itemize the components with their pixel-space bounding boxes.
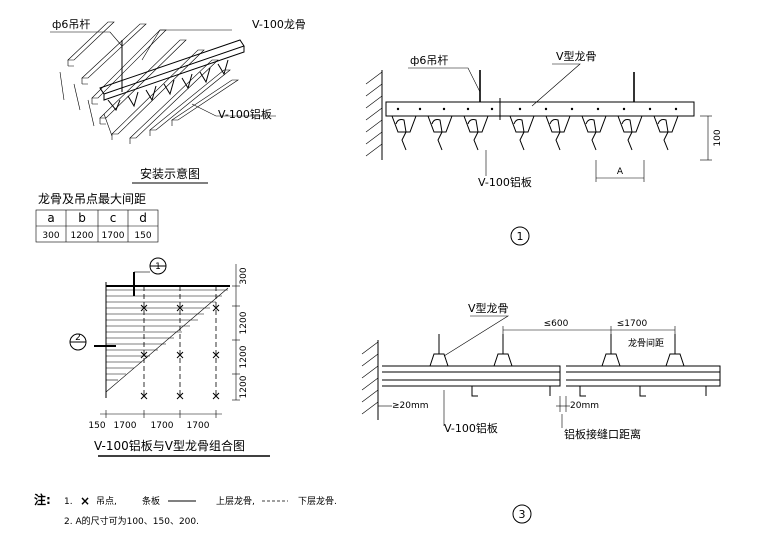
table-grid <box>35 209 159 243</box>
plan-dim-right: 1200 <box>239 345 249 368</box>
s3-top-dimensions <box>502 326 676 334</box>
s3-plates <box>382 365 721 387</box>
installation-isometric: ф6吊杆 V-100龙骨 V-100铝板 安装示意图 <box>50 17 306 184</box>
s1-plate-label: V-100铝板 <box>478 175 532 189</box>
s3-clip-ticks <box>471 386 707 397</box>
notes-line1-d: 下层龙骨. <box>298 495 337 507</box>
plan-dim-right: 1200 <box>239 311 249 334</box>
spacing-table: 龙骨及吊点最大间距 a b c d 300 1200 1700 150 <box>35 192 159 243</box>
rod-label: ф6吊杆 <box>52 17 90 31</box>
plan-right-dimension <box>232 264 240 401</box>
keel-leader <box>141 29 232 61</box>
table-cell: 1200 <box>71 231 94 241</box>
table-header: d <box>139 211 147 225</box>
plan-dim-bottom: 1700 <box>114 421 137 431</box>
plate-bands <box>59 21 239 144</box>
s1-number: 1 <box>517 230 524 243</box>
s3-dim-20-left: ≥20mm <box>392 401 429 411</box>
plan-dim-bottom: 1700 <box>187 421 210 431</box>
s3-rods <box>438 334 676 354</box>
table-title: 龙骨及吊点最大间距 <box>38 192 146 206</box>
combination-plan: 1 2 300 1200 1200 1200 150 1700 1700 <box>69 257 270 457</box>
installation-caption: 安装示意图 <box>140 166 200 181</box>
section-marker-1-number: 1 <box>155 262 161 272</box>
s1-v-profiles <box>391 115 679 133</box>
s3-number: 3 <box>519 508 526 521</box>
notes-line1-c: 上层龙骨, <box>216 495 255 507</box>
section-marker-2-number: 2 <box>75 333 81 343</box>
hanger-point-mark: × <box>80 494 90 508</box>
section-1: ф6吊杆 V型龙骨 V-100铝板 A 100 1 <box>365 49 723 246</box>
notes: 注: 1. × 吊点, 条板 上层龙骨, 下层龙骨. 2. A的尺寸可为100、… <box>34 492 337 527</box>
plan-hanger-points <box>140 304 220 400</box>
s1-rod-leader <box>408 67 481 93</box>
notes-line2: 2. A的尺寸可为100、150、200. <box>64 515 199 527</box>
plan-dim-bottom: 150 <box>88 421 105 431</box>
plan-dim-right: 1200 <box>239 375 249 398</box>
plan-caption: V-100铝板与V型龙骨组合图 <box>94 438 245 453</box>
s1-dim-a <box>595 160 645 182</box>
s3-keel-label: V型龙骨 <box>468 301 509 315</box>
plan-dim-right: 300 <box>239 267 249 284</box>
notes-prefix: 注: <box>34 492 51 507</box>
s3-dim-600: ≤600 <box>544 319 569 329</box>
s3-number-circle <box>512 504 532 524</box>
table-header: a <box>47 211 54 225</box>
s1-plates <box>395 119 669 151</box>
notes-line1-a: 吊点, <box>96 496 117 507</box>
s1-keel-holes <box>396 107 678 111</box>
keel-label: V-100龙骨 <box>252 18 306 31</box>
table-cell: 300 <box>42 231 59 241</box>
s3-keel-leader <box>443 315 510 357</box>
rod-leader <box>50 31 123 47</box>
s3-wall-hatch <box>361 341 379 415</box>
table-header: b <box>78 211 86 225</box>
plate-leader <box>191 103 276 117</box>
s3-keel-spacing: 龙骨间距 <box>628 337 664 349</box>
table-cell: 1700 <box>102 231 125 241</box>
wall-hatch <box>365 71 383 157</box>
s3-gap-dimensions <box>378 396 570 412</box>
s1-rod-label: ф6吊杆 <box>410 53 448 67</box>
s3-plate-label: V-100铝板 <box>444 421 498 435</box>
s3-dim-20-right: 20mm <box>570 401 599 411</box>
s3-joint-label: 铝板接缝口距离 <box>564 427 641 441</box>
table-header: c <box>110 211 117 225</box>
plan-dim-bottom: 1700 <box>151 421 174 431</box>
s1-keel <box>385 101 695 117</box>
notes-line1-num: 1. <box>64 497 73 507</box>
s1-dim-height <box>700 115 712 161</box>
s1-dim-height-label: 100 <box>713 129 723 146</box>
plan-hatch <box>105 287 229 393</box>
s3-keel-clips <box>429 353 685 367</box>
s1-number-circle <box>510 226 530 246</box>
section-3: ≤600 ≤1700 龙骨间距 V型龙骨 ≥20mm 20mm V-100铝板 … <box>361 301 721 524</box>
plan-bottom-dimension <box>100 410 222 418</box>
s1-keel-leader <box>531 63 581 107</box>
s3-dim-1700: ≤1700 <box>617 319 648 329</box>
s1-keel-label: V型龙骨 <box>556 49 597 63</box>
notes-line1-b: 条板 <box>142 495 160 507</box>
s1-dim-a-label: A <box>617 167 624 177</box>
v-keel-iso <box>99 39 245 111</box>
plate-label: V-100铝板 <box>218 107 272 121</box>
table-cell: 150 <box>134 231 151 241</box>
